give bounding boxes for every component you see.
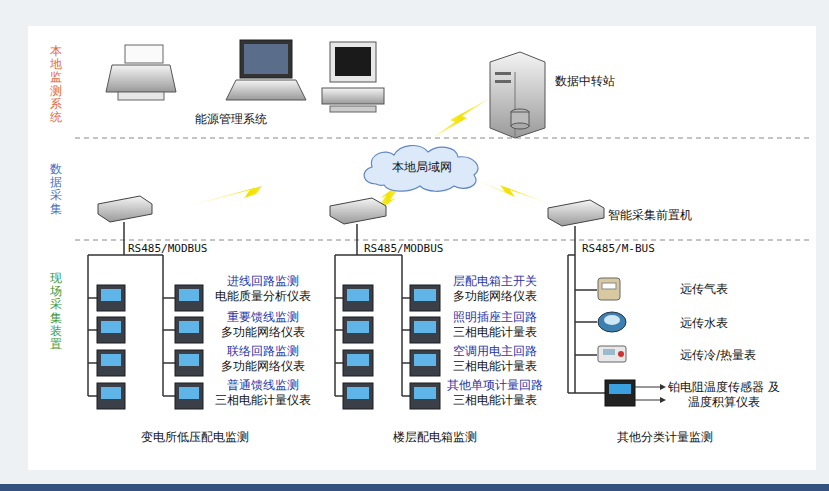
text-label: 远传水表 xyxy=(680,316,728,331)
meter-icon xyxy=(343,350,373,376)
section-label: 现场采集装置 xyxy=(50,272,62,351)
text-label: 能源管理系统 xyxy=(195,112,267,127)
bus-label: RS485/MODBUS xyxy=(128,241,207,256)
switch-icon xyxy=(98,196,604,226)
meter-screen xyxy=(101,321,121,333)
gas-meter-icon xyxy=(598,278,620,300)
meter-icon xyxy=(175,317,203,343)
meter-screen xyxy=(179,354,199,366)
meter-icon xyxy=(97,285,125,311)
meter-screen xyxy=(414,354,436,366)
text-label: 铂电阻温度传感器 及温度积算仪表 xyxy=(665,380,783,410)
text-label: 三相电能计量表 xyxy=(453,393,537,408)
text-label: 普通馈线监测 xyxy=(227,378,299,393)
cloud-text: 本地局域网 xyxy=(392,160,452,175)
text-label: 智能采集前置机 xyxy=(608,208,692,223)
meter-icon xyxy=(410,350,440,376)
meter-screen xyxy=(347,289,369,301)
meter-icons xyxy=(97,285,440,409)
meter-screen xyxy=(347,321,369,333)
wireless-bolt xyxy=(472,178,545,202)
separator xyxy=(75,138,812,139)
heat-meter-icon xyxy=(598,346,626,362)
text-label: 远传冷/热量表 xyxy=(680,348,756,363)
meter-icon xyxy=(410,383,440,409)
wireless-bolt xyxy=(432,98,490,138)
meter-icon xyxy=(175,383,203,409)
text-label: 变电所低压配电监测 xyxy=(141,430,249,445)
meter-screen xyxy=(179,321,199,333)
printer-icon xyxy=(106,45,176,100)
server-icon xyxy=(490,52,545,138)
meter-screen xyxy=(414,289,436,301)
text-label: 多功能网络仪表 xyxy=(221,325,305,340)
cloud-node: 本地局域网 xyxy=(358,142,486,192)
text-label: 进线回路监测 xyxy=(227,274,299,289)
text-label: 联络回路监测 xyxy=(227,344,299,359)
text-label: 空调用电主回路 xyxy=(453,344,537,359)
meter-icon xyxy=(343,285,373,311)
meter-screen xyxy=(101,387,121,399)
bottom-bar xyxy=(0,484,829,491)
meter-icon xyxy=(410,317,440,343)
bus-label: RS485/M-BUS xyxy=(582,241,655,256)
separator xyxy=(75,240,812,241)
meter-screen xyxy=(414,387,436,399)
text-label: 电能质量分析仪表 xyxy=(215,289,311,304)
text-label: 重要馈线监测 xyxy=(227,310,299,325)
meter-screen xyxy=(179,387,199,399)
text-label: 三相电能计量表 xyxy=(453,359,537,374)
water-meter-icon xyxy=(598,312,626,332)
meter-screen xyxy=(414,321,436,333)
section-label: 本地监测系统 xyxy=(50,45,62,124)
wireless-bolt xyxy=(188,176,310,206)
meter-icon xyxy=(97,317,125,343)
temperature-instrument-icon xyxy=(605,380,666,406)
text-label: 多功能网络仪表 xyxy=(221,359,305,374)
desktop-icon xyxy=(322,42,384,112)
meter-screen xyxy=(179,289,199,301)
meter-screen xyxy=(347,387,369,399)
text-label: 三相电能计量仪表 xyxy=(215,393,311,408)
text-label: 楼层配电箱监测 xyxy=(393,430,477,445)
text-label: 多功能网络仪表 xyxy=(453,289,537,304)
meter-screen xyxy=(347,354,369,366)
bus-label: RS485/MODBUS xyxy=(364,241,443,256)
meter-icon xyxy=(175,285,203,311)
meter-icon xyxy=(343,317,373,343)
meter-screen xyxy=(101,354,121,366)
meter-screen xyxy=(101,289,121,301)
text-label: 其他分类计量监测 xyxy=(617,430,713,445)
meter-icon xyxy=(343,383,373,409)
meter-icon xyxy=(175,350,203,376)
text-label: 层配电箱主开关 xyxy=(453,274,537,289)
text-label: 数据中转站 xyxy=(555,74,615,89)
text-label: 照明插座主回路 xyxy=(453,310,537,325)
meter-icon xyxy=(97,383,125,409)
text-label: 其他单项计量回路 xyxy=(447,378,543,393)
text-label: 三相电能计量表 xyxy=(453,325,537,340)
meter-icon xyxy=(97,350,125,376)
text-label: 远传气表 xyxy=(680,282,728,297)
section-label: 数据采集 xyxy=(50,163,62,216)
panel xyxy=(28,26,816,470)
laptop-icon xyxy=(226,40,306,100)
bus-wire xyxy=(88,222,605,396)
meter-icon xyxy=(410,285,440,311)
